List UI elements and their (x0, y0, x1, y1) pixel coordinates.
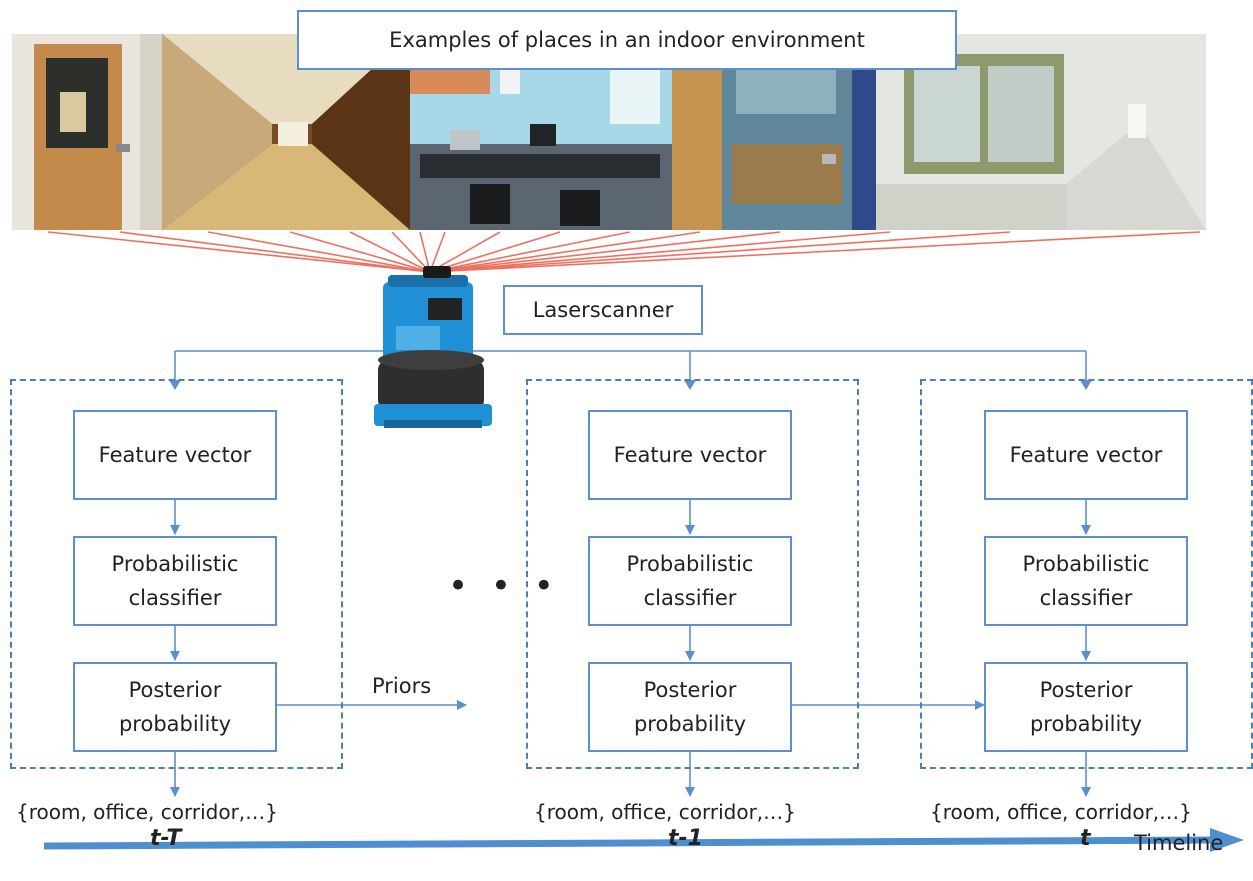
probabilistic-classifier-block: Probabilistic classifier (588, 536, 792, 626)
feature-vector-block: Feature vector (73, 410, 277, 500)
time-label-t: t (1080, 826, 1091, 851)
photo-door (12, 34, 162, 230)
output-classes: {room, office, corridor,…} (930, 800, 1192, 824)
stage-panel-t (920, 379, 1253, 769)
feature-vector-block: Feature vector (588, 410, 792, 500)
probabilistic-classifier-block: Probabilistic classifier (984, 536, 1188, 626)
laserscanner-label: Laserscanner (503, 285, 703, 335)
diagram-title: Examples of places in an indoor environm… (297, 10, 957, 70)
laser-rays (47, 231, 1201, 273)
arrowheads-top (169, 380, 1092, 390)
timeline-arrow (43, 828, 1244, 852)
priors-label: Priors (372, 674, 432, 698)
laserscanner-device (374, 266, 492, 428)
stage-panel-t-1 (526, 379, 859, 769)
output-classes: {room, office, corridor,…} (16, 800, 278, 824)
stage-panel-t-T (10, 379, 343, 769)
stage-arrows (170, 500, 1091, 797)
probabilistic-classifier-block: Probabilistic classifier (73, 536, 277, 626)
posterior-probability-block: Posterior probability (588, 662, 792, 752)
time-label-t-1: t-1 (668, 826, 703, 851)
posterior-probability-block: Posterior probability (984, 662, 1188, 752)
ellipsis: • • • (448, 566, 560, 606)
time-label-t-T: t-T (150, 826, 182, 851)
timeline-label: Timeline (1134, 831, 1224, 855)
feature-vector-block: Feature vector (984, 410, 1188, 500)
posterior-probability-block: Posterior probability (73, 662, 277, 752)
output-classes: {room, office, corridor,…} (534, 800, 796, 824)
